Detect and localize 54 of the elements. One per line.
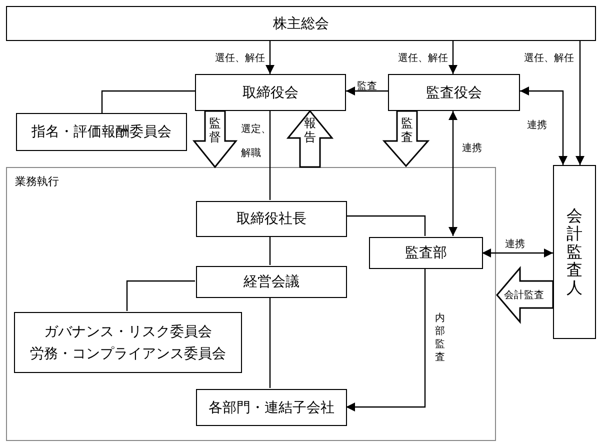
block-arrow — [286, 110, 334, 168]
org-box — [196, 266, 347, 298]
box-label: 会計監査人 — [566, 207, 582, 297]
box-label: 労務・コンプライアンス委員会 — [30, 344, 226, 364]
box-label: 指名・評価報酬委員会 — [32, 123, 172, 142]
org-box — [6, 6, 596, 41]
connector-line — [269, 111, 271, 200]
block-arrow — [192, 110, 238, 168]
group-frame — [6, 167, 496, 441]
connector-line — [269, 297, 271, 388]
org-box — [196, 389, 347, 426]
block-arrow — [496, 266, 554, 324]
edge-label: 選任、解任 — [524, 52, 574, 65]
org-box — [16, 113, 187, 151]
arrow — [346, 268, 426, 412]
block-arrow — [382, 110, 430, 168]
org-box — [553, 165, 596, 339]
arrow — [448, 111, 458, 236]
org-box — [14, 312, 242, 373]
connector-line — [269, 236, 271, 265]
edge-label: 連携 — [527, 119, 547, 132]
arrow — [266, 41, 274, 74]
edge-label: 内部監査 — [435, 312, 445, 364]
connector-line — [346, 215, 426, 236]
box-label: 取締役会 — [242, 84, 298, 102]
connector-line — [126, 280, 195, 311]
edge-label: 連携 — [462, 142, 482, 155]
box-label: 各部門・連結子会社 — [208, 398, 334, 418]
group-heading: 業務執行 — [15, 174, 59, 189]
edge-label: 会計監査 — [504, 289, 544, 302]
edge-label: 選任、解任 — [215, 52, 265, 65]
arrow — [520, 86, 568, 165]
arrow — [482, 248, 553, 258]
box-label: 取締役社長 — [236, 210, 306, 229]
org-box — [196, 201, 347, 237]
arrow — [448, 41, 458, 74]
arrow — [346, 86, 388, 96]
connector-line — [101, 90, 195, 113]
edge-label: 監査 — [401, 116, 413, 144]
edge-label: 選定、解職 — [241, 122, 272, 161]
box-label: 経営会議 — [244, 273, 300, 292]
box-label: 株主総会 — [273, 14, 329, 34]
edge-label: 選任、解任 — [398, 52, 448, 65]
org-box — [388, 74, 520, 111]
arrow — [576, 41, 584, 165]
edge-label: 監査 — [357, 80, 377, 93]
box-label: 監査役会 — [426, 84, 482, 102]
box-label: 監査部 — [405, 244, 447, 263]
edge-label: 連携 — [505, 238, 525, 251]
box-label: ガバナンス・リスク委員会 — [44, 322, 212, 342]
org-box — [195, 74, 346, 111]
edge-label: 監督 — [209, 116, 221, 144]
org-box — [369, 237, 483, 269]
edge-label: 報告 — [304, 116, 316, 144]
